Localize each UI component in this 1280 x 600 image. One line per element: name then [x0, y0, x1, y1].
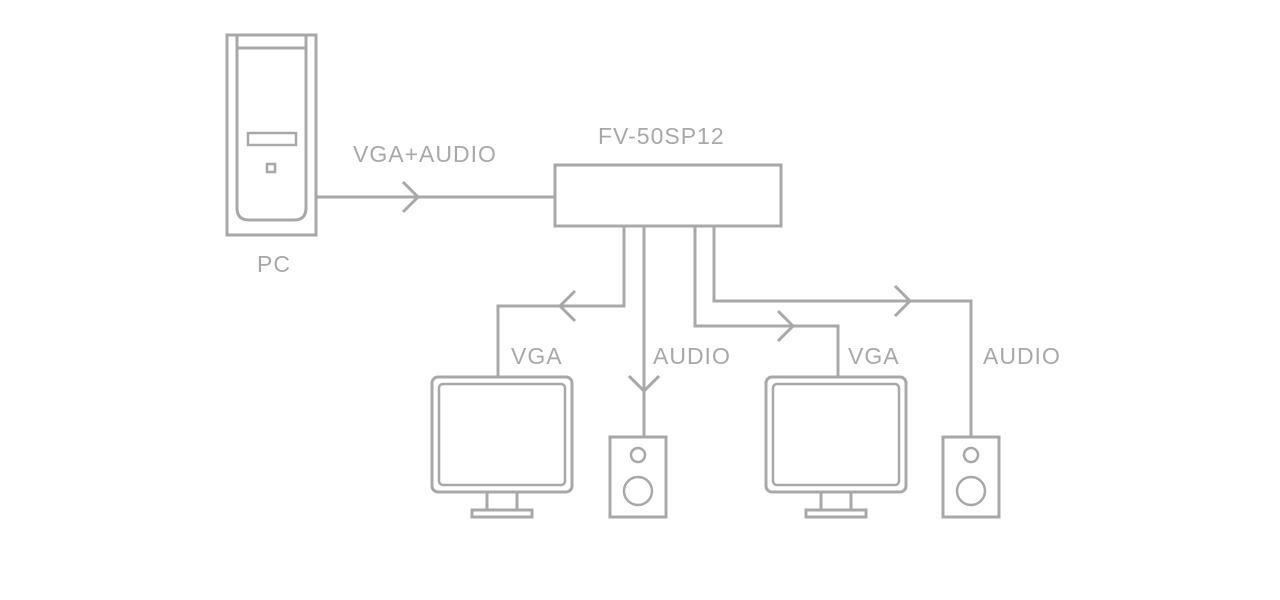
output-audio-1-label: AUDIO	[653, 343, 731, 369]
splitter-label: FV-50SP12	[598, 123, 725, 149]
output-audio-2-label: AUDIO	[983, 343, 1061, 369]
monitor-1-icon	[430, 375, 574, 519]
pc-tower-icon	[225, 33, 318, 237]
output-vga-2-label: VGA	[848, 343, 900, 369]
output-vga-1-label: VGA	[511, 343, 563, 369]
monitor-2-icon	[764, 375, 908, 519]
splitter-box	[553, 163, 783, 228]
output-vga-2-cable	[693, 226, 840, 378]
output-audio-1-cable	[627, 226, 661, 437]
output-audio-2-cable	[712, 226, 973, 437]
pc-label: PC	[257, 251, 291, 277]
output-vga-1-cable	[496, 226, 626, 378]
speaker-2-icon	[941, 435, 1001, 519]
input-cable-label: VGA+AUDIO	[353, 141, 497, 167]
speaker-1-icon	[608, 435, 668, 519]
input-cable	[316, 180, 555, 214]
